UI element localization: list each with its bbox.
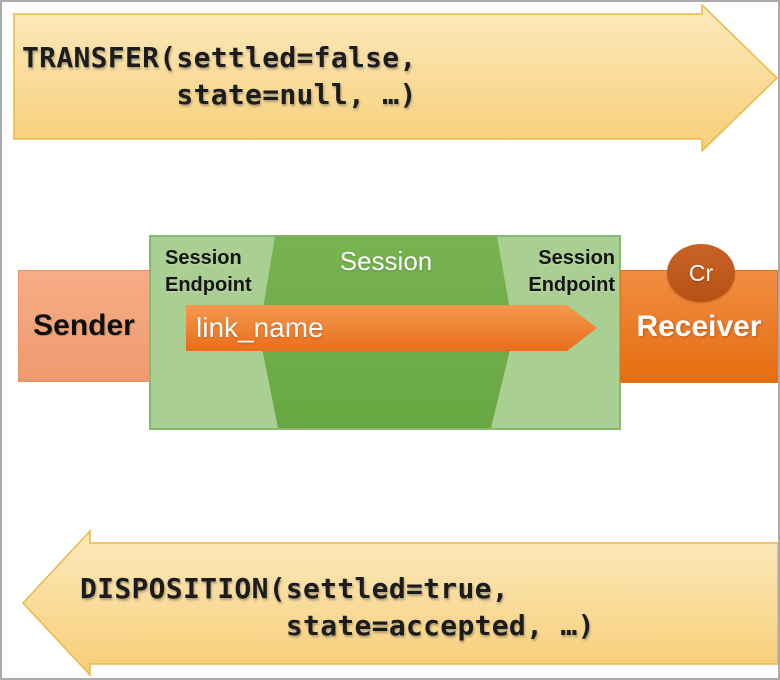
- transfer-arrow-label: TRANSFER(settled=false, state=null, …): [22, 41, 417, 111]
- link-arrow-layer: [186, 305, 597, 351]
- session-endpoint-left-label: Session Endpoint: [165, 247, 252, 296]
- link-arrow-label: link_name: [196, 312, 324, 343]
- credit-badge-label: Cr: [688, 259, 714, 286]
- sender-label: Sender: [33, 309, 135, 342]
- link-arrow-shape: [186, 305, 597, 351]
- receiver-box: Receiver: [620, 270, 778, 383]
- session-endpoint-right-label: Session Endpoint: [528, 247, 615, 296]
- receiver-label: Receiver: [636, 309, 762, 343]
- sender-box: Sender: [18, 270, 150, 382]
- disposition-arrow-label: DISPOSITION(settled=true, state=accepted…: [80, 572, 595, 642]
- transfer-arrow-shape: [13, 3, 778, 153]
- credit-badge: Cr: [667, 244, 735, 302]
- session-title: Session: [339, 246, 433, 276]
- disposition-arrow-shape: [21, 529, 778, 677]
